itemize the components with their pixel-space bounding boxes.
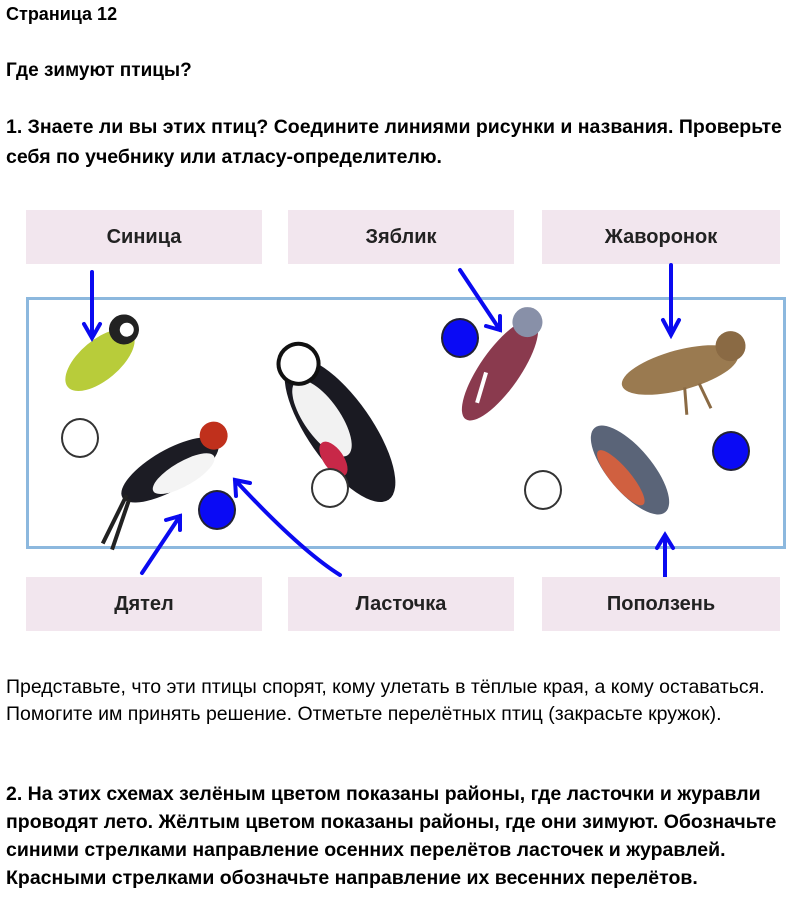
label-lastochka: Ласточка [288, 577, 514, 631]
lark-bird [621, 331, 746, 415]
migration-circle-lastochka[interactable] [198, 490, 236, 530]
migration-circle-dyatel[interactable] [311, 468, 349, 508]
arrow-sinitsa [82, 270, 102, 343]
arrow-dyatel [140, 513, 182, 575]
migration-circle-sinitsa[interactable] [61, 418, 99, 458]
nuthatch-bird [590, 425, 670, 515]
arrow-zhavoronok [661, 263, 681, 340]
migration-circle-popolzen[interactable] [524, 470, 562, 510]
chaffinch-bird [461, 307, 543, 421]
page-label: Страница 12 [6, 4, 118, 24]
bird-illustrations [65, 263, 746, 580]
migration-circle-zyablik[interactable] [441, 318, 479, 358]
answer-arrows [82, 263, 681, 580]
arrow-zyablik [458, 268, 502, 333]
label-dyatel: Дятел [26, 577, 262, 631]
task-2: 2. На этих схемах зелёным цветом показан… [6, 783, 777, 889]
tit-bird [65, 314, 139, 392]
migration-circle-zhavoronok[interactable] [712, 431, 750, 471]
label-zyablik: Зяблик [288, 210, 514, 264]
arrow-lastochka [232, 477, 342, 577]
instruction-paragraph: Представьте, что эти птицы спорят, кому … [6, 676, 765, 725]
label-zhavoronok: Жаворонок [542, 210, 780, 264]
picture-frame [26, 297, 786, 549]
swallow-bird [100, 421, 228, 551]
arrow-popolzen [655, 531, 675, 580]
birds-figure: Синица Зяблик Жаворонок Дятел [0, 190, 800, 640]
topic-title: Где зимуют птицы? [6, 60, 192, 81]
woodpecker-bird [276, 341, 396, 503]
task-1: 1. Знаете ли вы этих птиц? Соедините лин… [6, 116, 782, 168]
label-sinitsa: Синица [26, 210, 262, 264]
label-popolzen: Поползень [542, 577, 780, 631]
